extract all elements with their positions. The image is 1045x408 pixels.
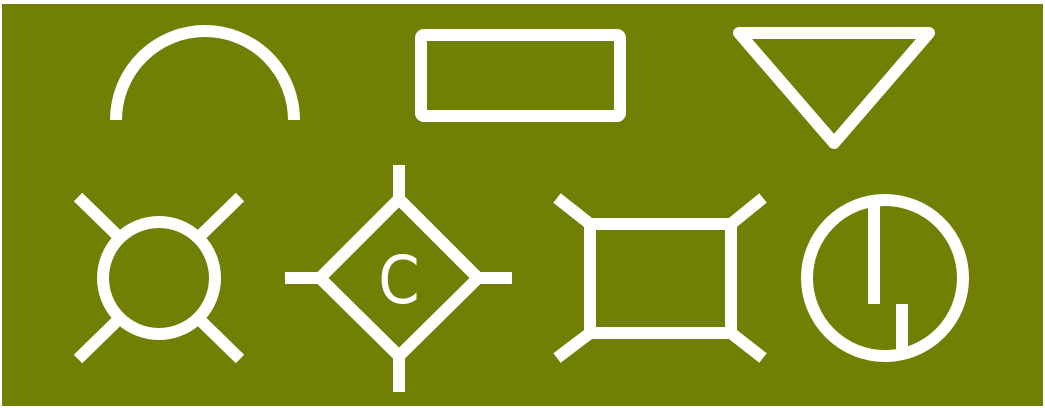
inverted-triangle-icon xyxy=(733,27,935,149)
rectangle-outline-icon xyxy=(415,29,626,122)
semicircle-arc-icon xyxy=(110,25,300,121)
diamond-with-four-leads-icon: C xyxy=(285,165,512,392)
circle-with-offset-vertical-bars-icon xyxy=(801,194,969,362)
rectangle-with-corner-leads-icon xyxy=(553,193,767,363)
diamond-label: C xyxy=(378,242,419,319)
circle-with-diagonal-rays-icon xyxy=(73,192,245,364)
